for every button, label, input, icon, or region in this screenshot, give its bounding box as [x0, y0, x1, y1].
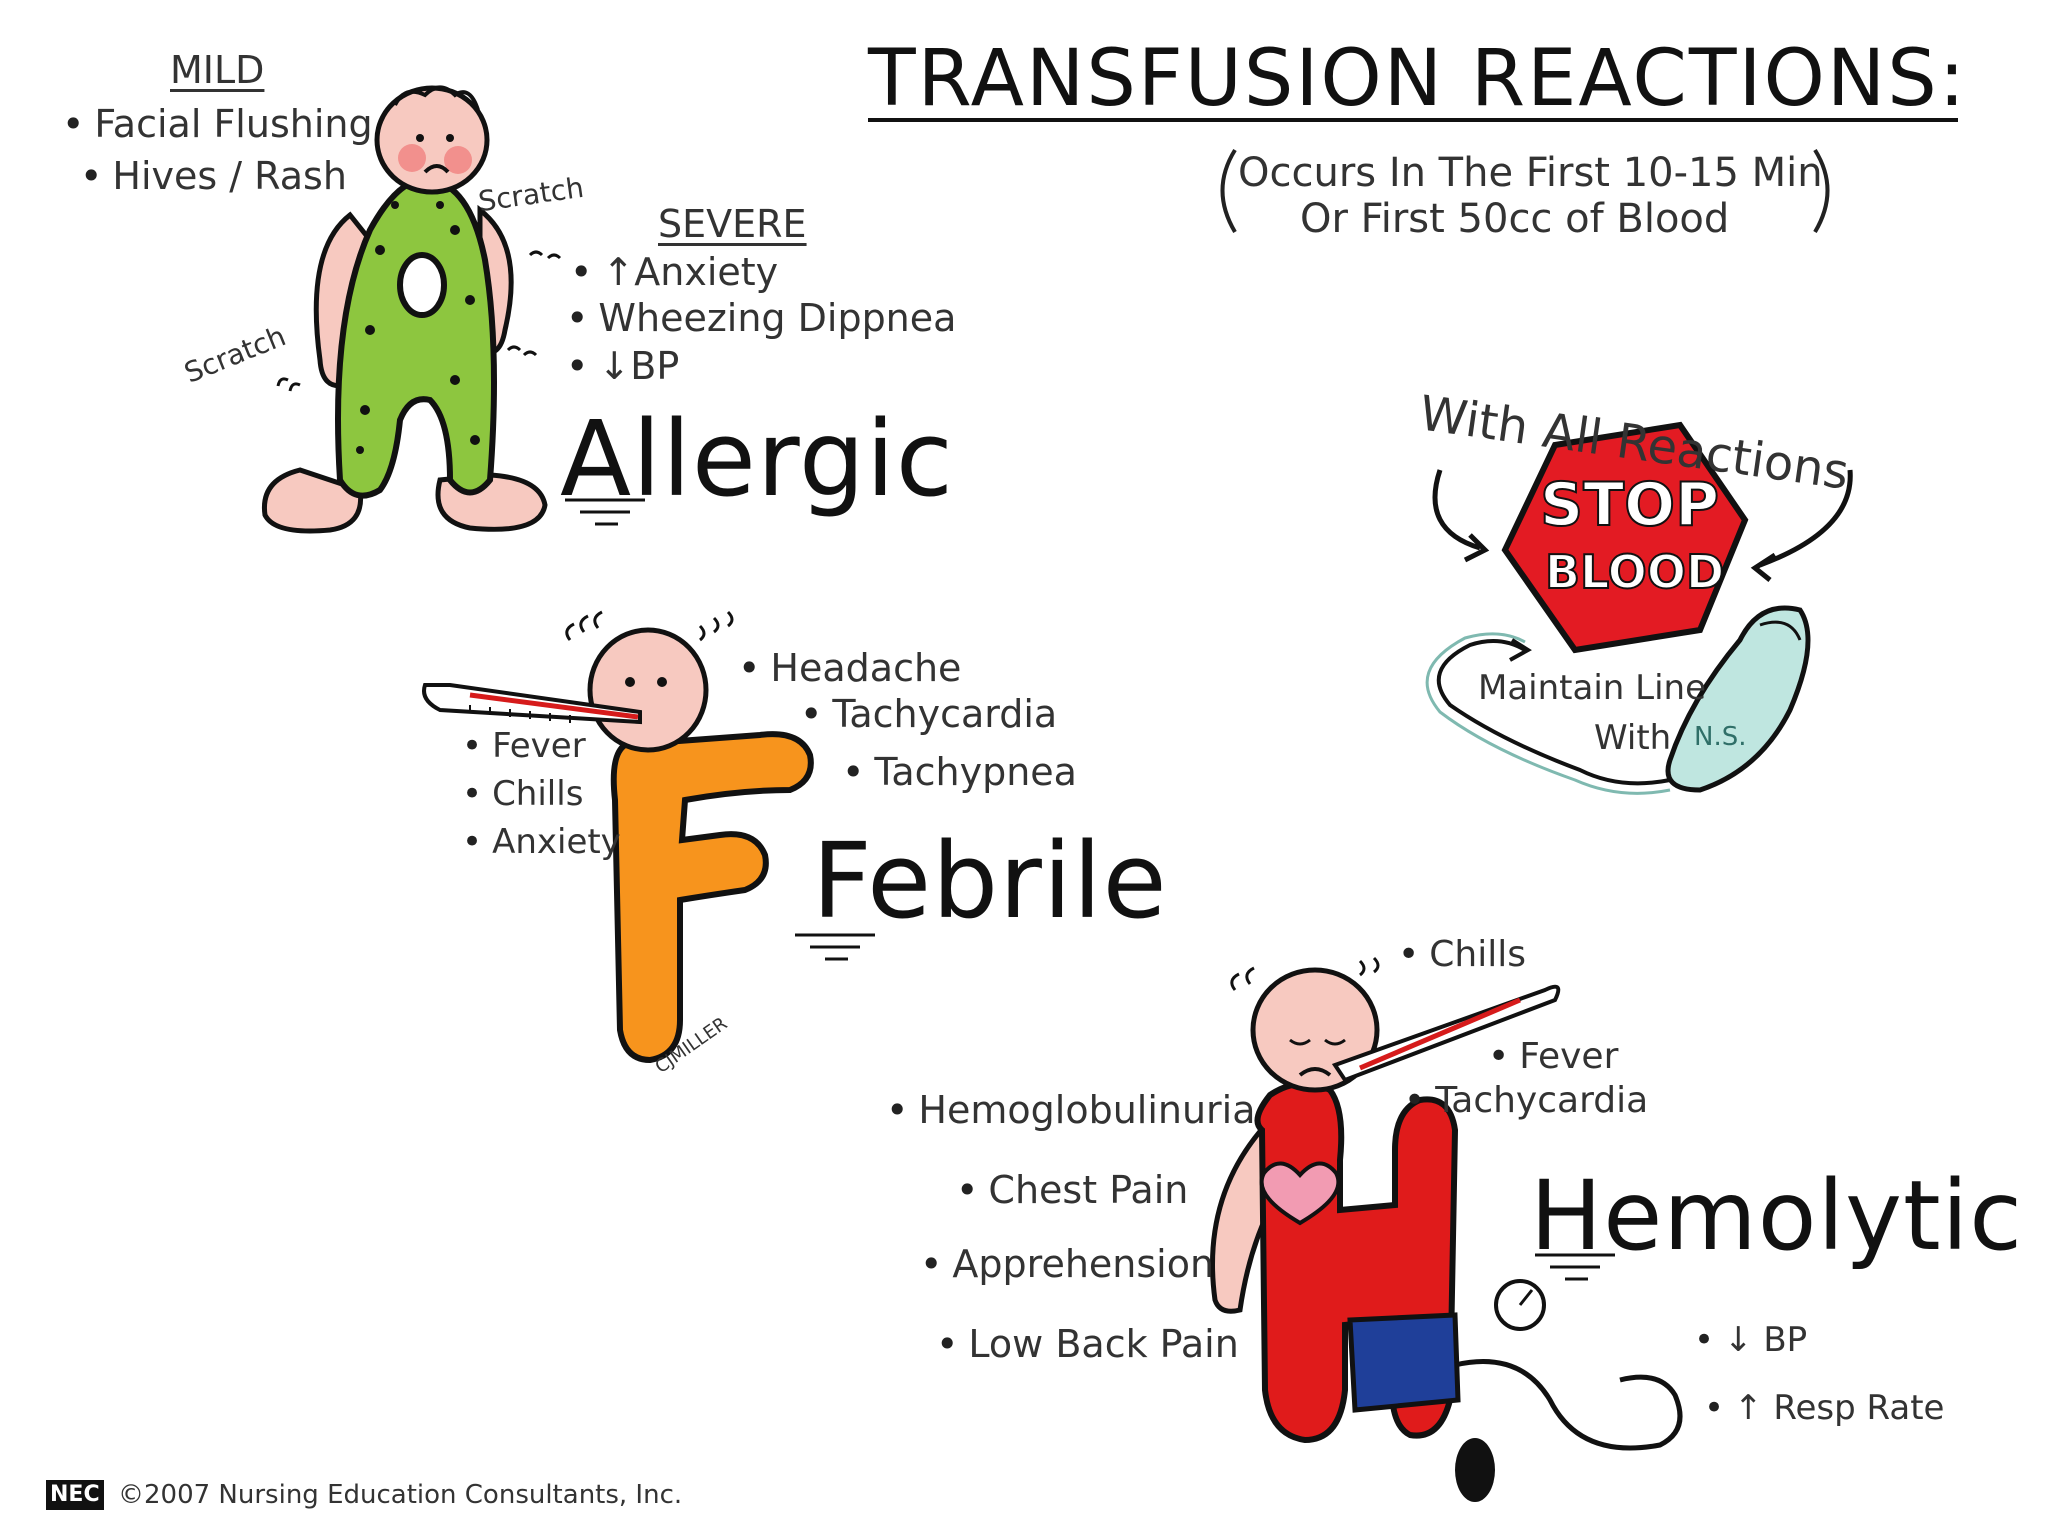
subtitle-line-1: Occurs In The First 10-15 Min	[1238, 150, 1823, 196]
ns-label: N.S.	[1694, 722, 1747, 752]
febrile-label: Febrile	[812, 820, 1168, 942]
hemolytic-label: Hemolytic	[1530, 1160, 2024, 1272]
mild-item-2: Hives / Rash	[80, 154, 347, 198]
mild-heading: MILD	[170, 48, 265, 92]
febrile-right-item-3: Tachypnea	[842, 750, 1077, 794]
severe-item-2: Wheezing Dippnea	[566, 296, 956, 340]
severe-item-3: ↓BP	[566, 344, 679, 388]
febrile-right-item-1: Headache	[738, 646, 961, 690]
hemolytic-left-item-1: Hemoglobulinuria	[886, 1088, 1255, 1132]
hemolytic-top-item-2: Fever	[1488, 1036, 1618, 1077]
page-title: TRANSFUSION REACTIONS:	[868, 34, 1968, 124]
severe-heading: SEVERE	[658, 202, 807, 246]
allergic-label: Allergic	[560, 398, 954, 520]
mild-item-1: Facial Flushing	[62, 102, 372, 146]
allergic-figure	[261, 85, 562, 534]
maintain-line-text: Maintain Line	[1478, 668, 1706, 708]
stop-blood-sign	[1425, 421, 1853, 795]
stop-sign-line-1: STOP	[1539, 469, 1720, 541]
febrile-figure	[422, 610, 814, 1064]
stop-sign-line-2: BLOOD	[1544, 544, 1725, 600]
febrile-right-item-2: Tachycardia	[800, 692, 1057, 736]
hemolytic-top-item-1: Chills	[1398, 934, 1526, 975]
title-underline	[868, 118, 1958, 122]
copyright-text: ©2007 Nursing Education Consultants, Inc…	[118, 1480, 683, 1510]
febrile-left-item-1: Fever	[462, 726, 586, 766]
nec-logo-box	[46, 1480, 104, 1510]
febrile-left-item-3: Anxiety	[462, 822, 621, 862]
hemolytic-figure	[1210, 956, 1683, 1502]
nec-logo: NEC	[50, 1482, 100, 1507]
subtitle-line-2: Or First 50cc of Blood	[1300, 196, 1730, 242]
severe-item-1: ↑Anxiety	[570, 250, 778, 294]
hemolytic-left-item-4: Low Back Pain	[936, 1322, 1238, 1366]
hemolytic-bottom-item-1: ↓ BP	[1694, 1320, 1807, 1360]
hemolytic-bottom-item-2: ↑ Resp Rate	[1704, 1388, 1944, 1428]
maintain-with-text: With	[1594, 718, 1672, 758]
hemolytic-left-item-3: Apprehension	[920, 1242, 1214, 1286]
febrile-left-item-2: Chills	[462, 774, 583, 814]
hemolytic-top-item-3: Tachycardia	[1404, 1080, 1648, 1121]
hemolytic-left-item-2: Chest Pain	[956, 1168, 1188, 1212]
